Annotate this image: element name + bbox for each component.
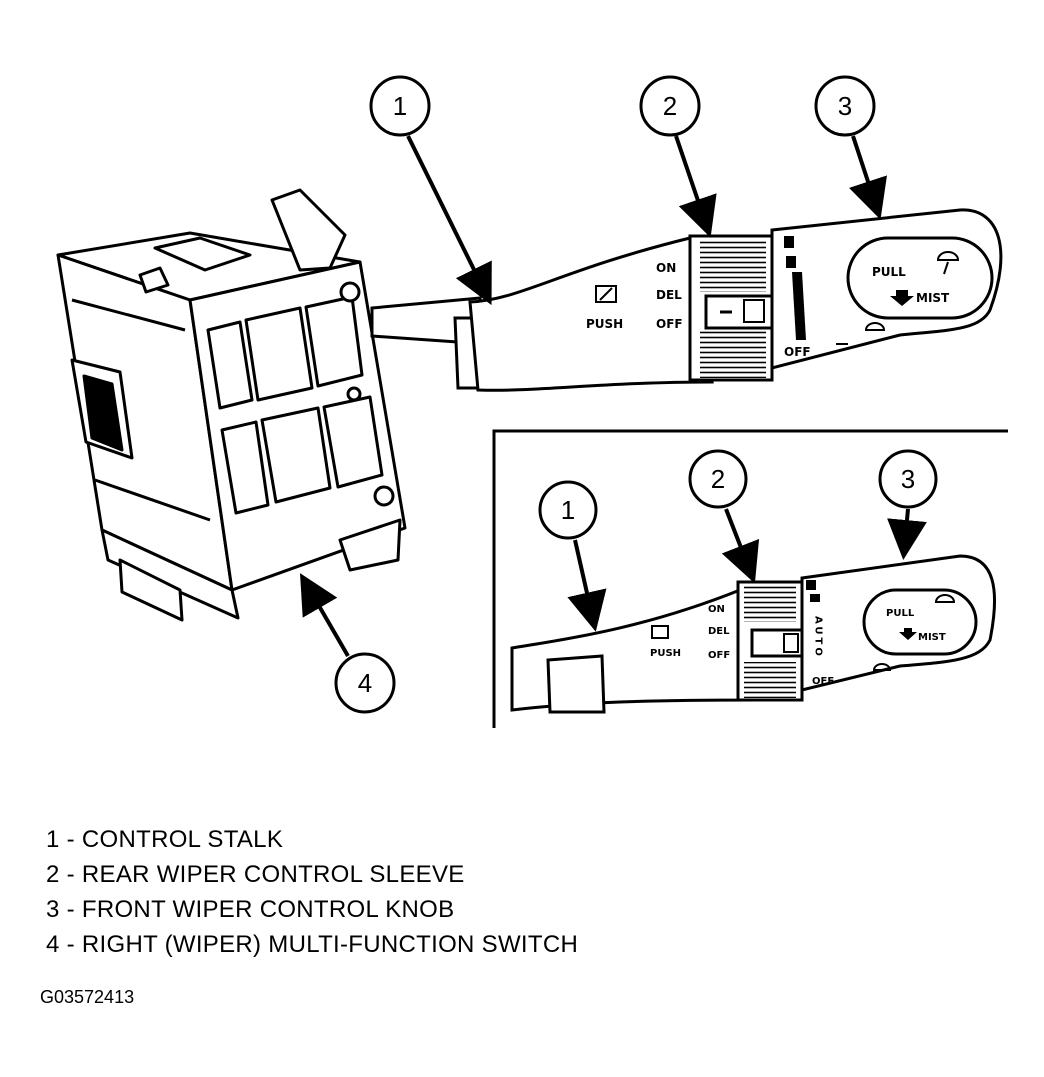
inset-pull-label: PULL	[886, 608, 915, 619]
control-stalk	[370, 236, 714, 392]
front-off-label: OFF	[784, 345, 811, 359]
inset-callout-2: 2	[688, 449, 760, 584]
figure-id: G03572413	[40, 987, 135, 1007]
legend-item-1: 1 - CONTROL STALK	[46, 826, 284, 853]
callout-4: 4	[299, 573, 396, 714]
inset-on-label: ON	[708, 604, 725, 615]
front-wiper-knob	[770, 208, 1003, 370]
del-label: DEL	[656, 288, 682, 302]
inset-arrow-down-icon	[899, 628, 917, 640]
callout-1: 1	[369, 75, 492, 306]
inset-auto-label: AUTO	[813, 616, 824, 659]
inset-front-off-label: OFF	[812, 676, 834, 687]
svg-text:2: 2	[711, 464, 725, 494]
svg-text:1: 1	[393, 91, 407, 121]
arrow-down-icon	[890, 290, 914, 306]
inset-panel: PUSH ON DEL OFF AUTO OFF PULL MIST	[492, 429, 1008, 728]
inset-del-label: DEL	[708, 626, 730, 637]
mist-label: MIST	[916, 291, 950, 305]
legend-item-2: 2 - REAR WIPER CONTROL SLEEVE	[46, 861, 465, 888]
off-label: OFF	[656, 317, 683, 331]
pull-label: PULL	[872, 265, 906, 279]
inset-off-label: OFF	[708, 650, 730, 661]
rear-wiper-sleeve	[688, 234, 774, 382]
inset-mist-label: MIST	[918, 632, 946, 643]
legend-item-4: 4 - RIGHT (WIPER) MULTI-FUNCTION SWITCH	[46, 931, 579, 958]
wiper-icon	[595, 251, 960, 331]
svg-text:3: 3	[901, 464, 915, 494]
inset-push-label: PUSH	[650, 648, 681, 659]
svg-text:2: 2	[663, 91, 677, 121]
svg-text:1: 1	[561, 495, 575, 525]
wiper-switch-diagram: PUSH ON DEL OFF PULL MIST OFF 1 2 3 4	[56, 75, 1008, 728]
inset-callout-1: 1	[538, 480, 607, 632]
push-label: PUSH	[586, 317, 623, 331]
svg-text:3: 3	[838, 91, 852, 121]
legend: 1 - CONTROL STALK 2 - REAR WIPER CONTROL…	[46, 822, 578, 962]
multi-function-switch-body	[56, 188, 407, 622]
callout-2: 2	[639, 75, 717, 238]
svg-text:4: 4	[358, 668, 372, 698]
on-label: ON	[656, 261, 676, 275]
legend-item-3: 3 - FRONT WIPER CONTROL KNOB	[46, 896, 455, 923]
callout-3: 3	[814, 75, 887, 220]
inset-callout-3: 3	[878, 449, 938, 560]
